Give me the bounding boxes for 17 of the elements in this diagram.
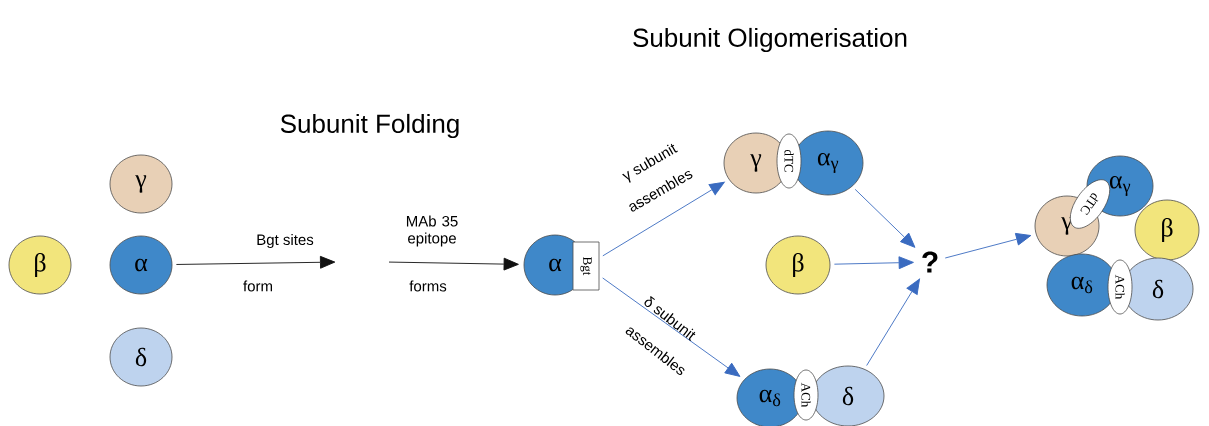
arrow — [602, 181, 725, 257]
arrow — [944, 232, 1032, 259]
edge-label: MAb 35 epitope — [406, 215, 458, 247]
step-caption: forms — [409, 280, 447, 292]
heading: Subunit Oligomerisation — [633, 27, 907, 53]
arrow — [866, 278, 920, 366]
arrow — [854, 188, 916, 248]
question-mark: ? — [922, 251, 938, 273]
arrow — [602, 277, 741, 377]
node-label: ACh — [801, 382, 811, 408]
arrow — [388, 257, 519, 271]
edge-label: Bgt sites — [257, 234, 314, 248]
arrow — [833, 256, 914, 270]
binding-site-box: Bgt — [572, 241, 600, 291]
step-caption: form — [243, 280, 272, 292]
heading: Subunit Folding — [280, 113, 459, 139]
arrow — [175, 255, 336, 269]
